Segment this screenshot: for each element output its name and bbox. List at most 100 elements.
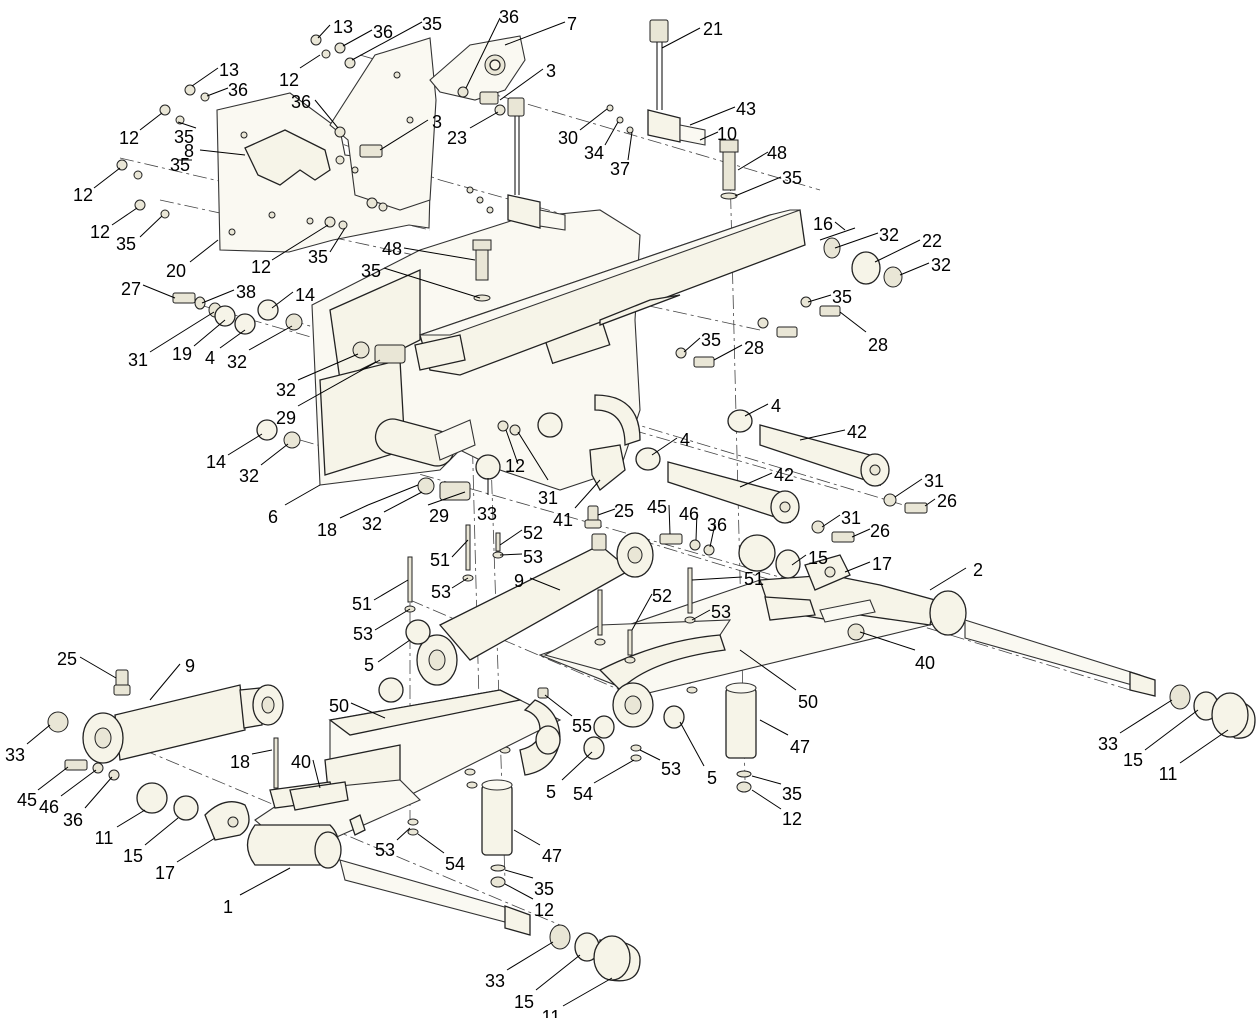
callout-54: 54 (445, 854, 465, 874)
callout-33: 33 (485, 971, 505, 991)
callout-35: 35 (832, 287, 852, 307)
callout-36: 36 (228, 80, 248, 100)
callout-34: 34 (584, 143, 604, 163)
callout-4: 4 (205, 348, 215, 368)
callout-5: 5 (707, 768, 717, 788)
callout-5: 5 (546, 782, 556, 802)
callout-9: 9 (185, 656, 195, 676)
callout-8: 8 (184, 141, 194, 161)
callout-25: 25 (57, 649, 77, 669)
callout-12: 12 (119, 128, 139, 148)
callout-36: 36 (291, 92, 311, 112)
callout-12: 12 (90, 222, 110, 242)
callout-43: 43 (736, 99, 756, 119)
callout-9: 9 (514, 571, 524, 591)
left-pivot-hardware (172, 292, 521, 506)
callout-53: 53 (711, 602, 731, 622)
callout-13: 13 (333, 17, 353, 37)
callout-35: 35 (782, 784, 802, 804)
callout-16: 16 (813, 214, 833, 234)
callout-53: 53 (375, 840, 395, 860)
upper-hardware (116, 34, 506, 230)
callout-50: 50 (329, 696, 349, 716)
callout-53: 53 (353, 624, 373, 644)
callout-29: 29 (276, 408, 296, 428)
mounting-bolts (404, 524, 698, 836)
rear-bracket-plate (329, 37, 437, 211)
callout-5: 5 (364, 655, 374, 675)
callout-53: 53 (431, 582, 451, 602)
callout-46: 46 (39, 797, 59, 817)
left-front-hardware (64, 737, 349, 841)
callout-28: 28 (868, 335, 888, 355)
callout-41: 41 (553, 510, 573, 530)
callout-38: 38 (236, 282, 256, 302)
callout-45: 45 (647, 497, 667, 517)
callout-40: 40 (915, 653, 935, 673)
vertical-bolts (472, 139, 739, 302)
callout-11: 11 (542, 1007, 561, 1018)
callout-12: 12 (73, 185, 93, 205)
callout-31: 31 (924, 471, 944, 491)
callout-6: 6 (268, 507, 278, 527)
callout-36: 36 (373, 22, 393, 42)
callout-33: 33 (477, 504, 497, 524)
callout-23: 23 (447, 128, 467, 148)
callout-11: 11 (1159, 764, 1178, 784)
callout-33: 33 (1098, 734, 1118, 754)
callout-35: 35 (174, 127, 194, 147)
callout-31: 31 (538, 488, 558, 508)
callout-19: 19 (172, 344, 192, 364)
callout-51: 51 (430, 550, 450, 570)
callout-48: 48 (382, 239, 402, 259)
callout-21: 21 (703, 19, 723, 39)
callout-35: 35 (361, 261, 381, 281)
callout-30: 30 (558, 128, 578, 148)
callout-45: 45 (17, 790, 37, 810)
callout-26: 26 (937, 491, 957, 511)
callout-7: 7 (567, 14, 577, 34)
grease-fitting-upper (584, 505, 602, 529)
callout-26: 26 (870, 521, 890, 541)
callout-47: 47 (542, 846, 562, 866)
callout-31: 31 (841, 508, 861, 528)
callout-40: 40 (291, 752, 311, 772)
callout-47: 47 (790, 737, 810, 757)
callout-31: 31 (128, 350, 148, 370)
callout-2: 2 (973, 560, 983, 580)
bumper-left (481, 779, 513, 888)
callout-50: 50 (798, 692, 818, 712)
callout-33: 33 (5, 745, 25, 765)
callout-37: 37 (610, 159, 630, 179)
callout-53: 53 (523, 547, 543, 567)
callout-15: 15 (123, 846, 143, 866)
callout-20: 20 (166, 261, 186, 281)
callout-18: 18 (230, 752, 250, 772)
callout-4: 4 (680, 430, 690, 450)
callout-35: 35 (116, 234, 136, 254)
callout-35: 35 (422, 14, 442, 34)
callout-14: 14 (206, 452, 226, 472)
callout-10: 10 (717, 124, 737, 144)
callout-32: 32 (227, 352, 247, 372)
callout-51: 51 (352, 594, 372, 614)
callout-36: 36 (707, 515, 727, 535)
hydraulic-cylinder-upper (416, 532, 654, 686)
callout-15: 15 (1123, 750, 1143, 770)
callout-42: 42 (774, 465, 794, 485)
callout-12: 12 (279, 70, 299, 90)
callout-32: 32 (931, 255, 951, 275)
callout-3: 3 (546, 61, 556, 81)
bracket-plate (216, 92, 431, 253)
callout-36: 36 (499, 7, 519, 27)
callout-35: 35 (534, 879, 554, 899)
callout-15: 15 (514, 992, 534, 1012)
right-pivot-hardware (675, 227, 903, 368)
callout-12: 12 (534, 900, 554, 920)
callout-4: 4 (771, 396, 781, 416)
callout-27: 27 (121, 279, 141, 299)
callout-42: 42 (847, 422, 867, 442)
